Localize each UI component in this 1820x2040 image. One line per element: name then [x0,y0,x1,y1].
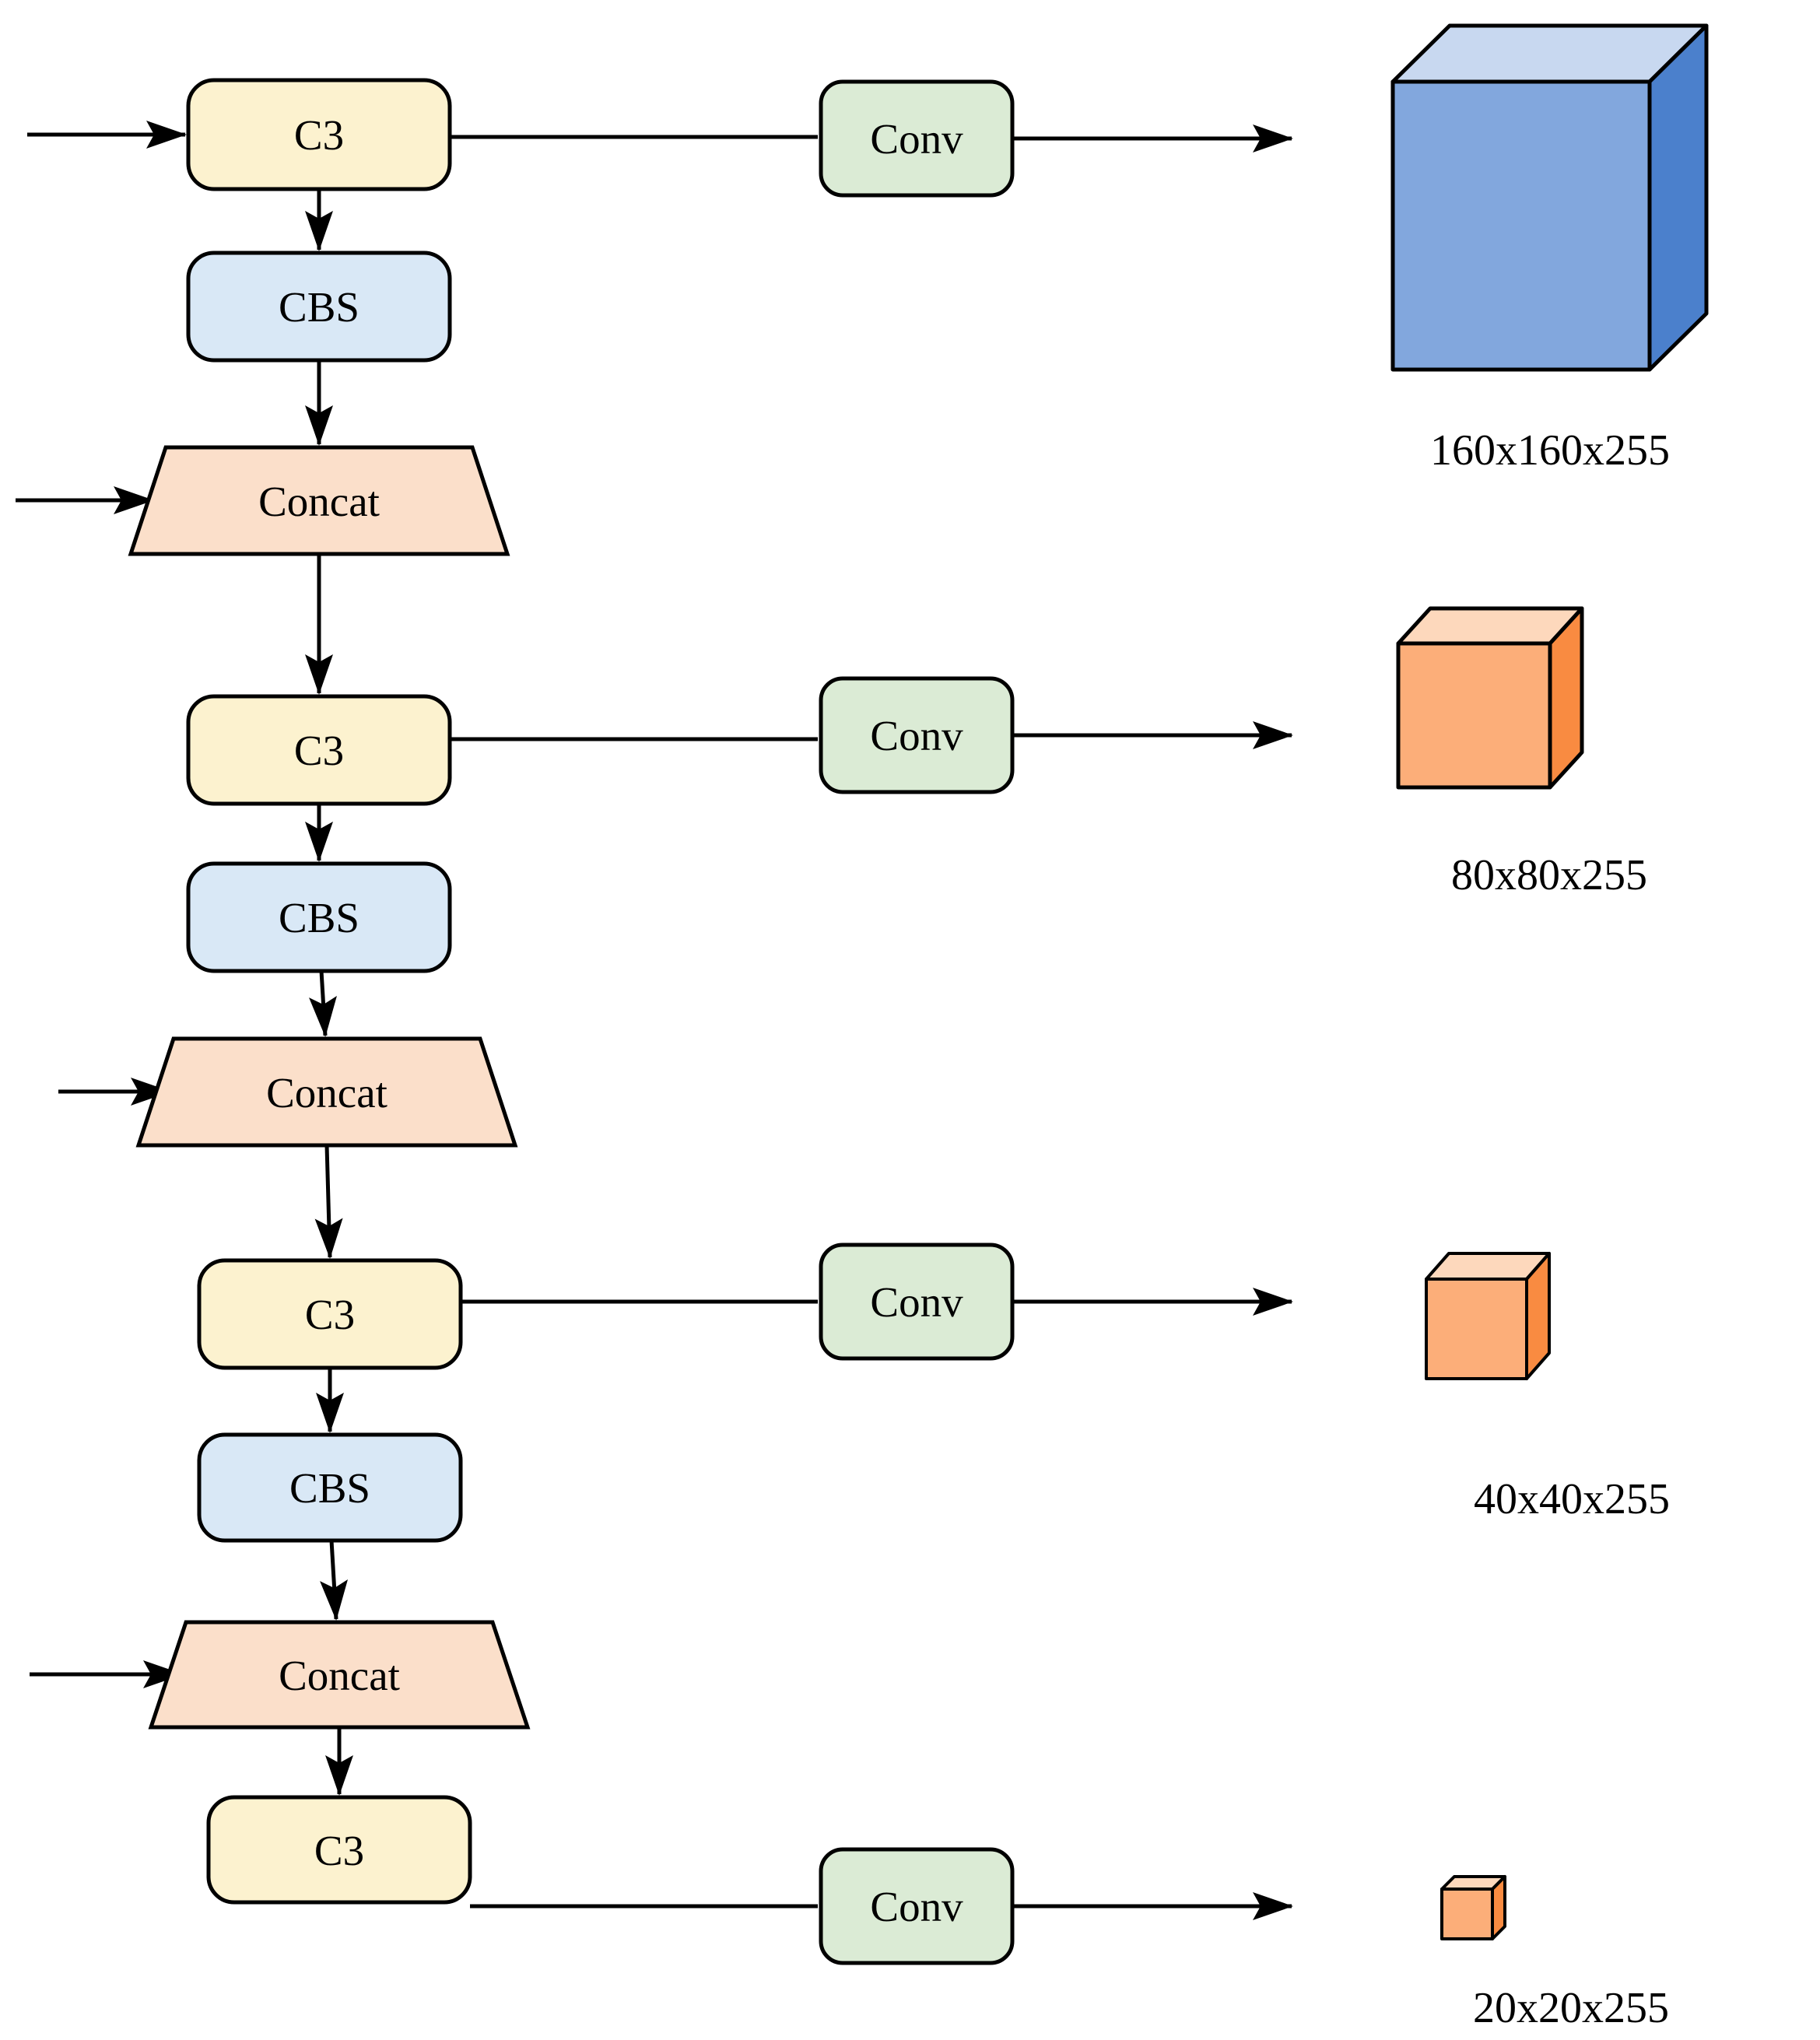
node-c3-2-label: C3 [294,727,344,774]
node-conv-1: Conv [819,79,1015,198]
arrow-concat-2-to-c3-3 [314,1144,343,1259]
node-c3-1: C3 [186,78,452,191]
node-conv-2-label: Conv [870,712,963,759]
node-concat-2: Concat [135,1036,518,1148]
node-conv-2: Conv [819,676,1015,794]
node-c3-4: C3 [206,1795,472,1905]
node-conv-1-label: Conv [870,115,963,163]
feature-map-cube-1 [1390,23,1709,372]
feature-map-cube-4 [1440,1875,1506,1940]
node-c3-3-label: C3 [305,1291,355,1338]
node-cbs-1: CBS [186,251,452,363]
node-cbs-3: CBS [197,1432,463,1543]
feature-map-cube-3 [1425,1252,1551,1380]
node-conv-4-label: Conv [870,1883,963,1930]
node-c3-2: C3 [186,694,452,806]
node-concat-1: Concat [128,445,510,556]
node-c3-1-label: C3 [294,111,344,159]
node-concat-3: Concat [148,1620,531,1730]
node-cbs-1-label: CBS [279,283,359,331]
node-cbs-2: CBS [186,861,452,973]
feature-map-label-4: 20x20x255 [1473,1984,1669,2032]
node-c3-4-label: C3 [314,1827,364,1874]
node-cbs-2-label: CBS [279,894,359,941]
node-conv-3-label: Conv [870,1278,963,1326]
node-conv-3: Conv [819,1243,1015,1361]
feature-map-label-2: 80x80x255 [1451,851,1647,899]
feature-map-label-1: 160x160x255 [1430,426,1670,475]
node-conv-4: Conv [819,1847,1015,1965]
node-concat-3-label: Concat [279,1652,400,1699]
node-cbs-3-label: CBS [289,1464,370,1512]
arrow-cbs-3-to-concat-3 [320,1540,349,1621]
node-concat-1-label: Concat [258,478,380,525]
feature-map-label-3: 40x40x255 [1474,1475,1670,1523]
feature-map-cube-2 [1396,606,1584,790]
node-c3-3: C3 [197,1258,463,1370]
arrow-cbs-2-to-concat-2 [309,970,337,1037]
node-concat-2-label: Concat [266,1069,387,1116]
